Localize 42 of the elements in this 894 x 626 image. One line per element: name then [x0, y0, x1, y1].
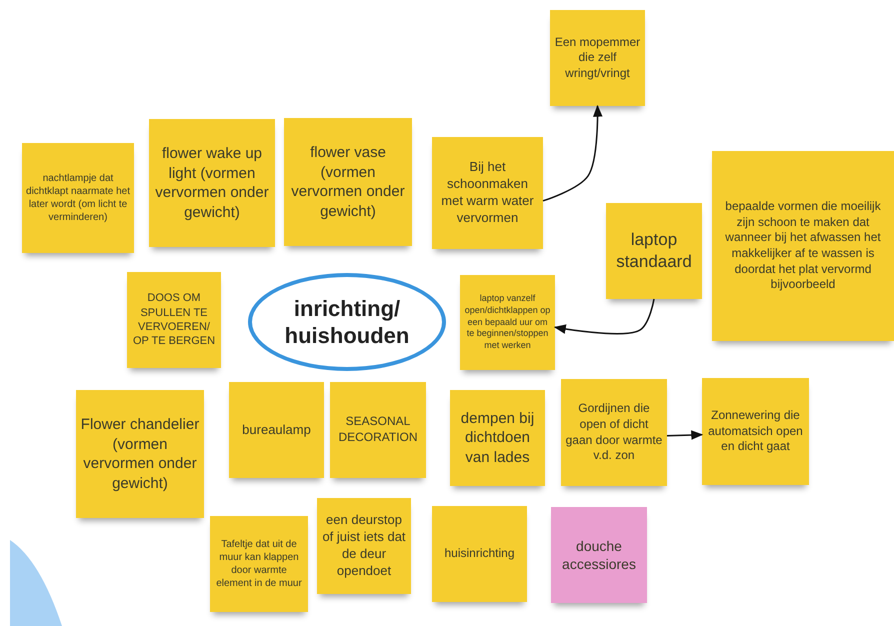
note-text: een deurstop of juist iets dat de deur opendoet — [321, 512, 407, 580]
sticky-note — [284, 118, 412, 246]
note-text: Een mopemmer die zelf wringt/vringt — [554, 34, 641, 82]
sticky-note — [432, 506, 527, 602]
sticky-note — [127, 272, 221, 368]
sticky-note — [712, 151, 894, 341]
note-text: Gordijnen die open of dicht gaan door warmte v.d. zon — [565, 401, 663, 464]
sticky-note — [551, 507, 647, 603]
note-text: Bij het schoonmaken met warm water vervormen — [440, 159, 535, 227]
sticky-note — [229, 382, 324, 478]
sticky-note — [317, 498, 411, 594]
arrow — [542, 104, 603, 202]
note-text: bureaulamp — [242, 422, 311, 438]
sticky-note — [76, 390, 204, 518]
note-text: Flower chandelier (vormen vervormen onder gewicht) — [80, 415, 200, 493]
note-text: laptop standaard — [615, 228, 693, 273]
note-text: douche accessiores — [561, 536, 637, 574]
note-text: SEASONAL DECORATION — [337, 414, 419, 446]
note-text: flower wake up light (vormen vervormen onder gewicht) — [154, 144, 270, 222]
arrow — [554, 298, 655, 334]
note-text: bepaalde vormen die moeilijk zijn schoon te maken dat wanneer bij het afwassen het makkelijker af te wassen is doordat het plat vervormd bijvoorbeeld — [724, 199, 882, 293]
sticky-note — [606, 203, 702, 299]
sticky-note — [432, 137, 543, 249]
sticky-note — [22, 143, 134, 253]
note-text: huisinrichting — [444, 546, 515, 562]
note-text: Tafeltje dat uit de muur kan klappen door warmte element in de muur — [215, 538, 303, 590]
note-text: nachtlampje dat dichtklapt naarmate het later wordt (om licht te verminderen) — [26, 172, 130, 224]
note-text: Zonnewering die automatsich open en dicht gaat — [707, 408, 804, 455]
sticky-note — [550, 10, 645, 106]
arrow — [666, 430, 704, 440]
sticky-note — [561, 379, 667, 486]
sticky-note — [460, 275, 555, 370]
sticky-note — [702, 378, 809, 485]
note-text: laptop vanzelf open/dichtklappen op een bepaald uur om te beginnen/stoppen met werken — [464, 293, 551, 352]
note-text: DOOS OM SPULLEN TE VERVOEREN/ OP TE BERGEN — [132, 291, 216, 349]
sticky-note — [450, 390, 545, 486]
note-text: dempen bij dichtdoen van lades — [460, 408, 536, 468]
sticky-note — [210, 516, 308, 612]
topic-label: inrichting/ huishouden — [284, 294, 410, 350]
sticky-note — [330, 382, 426, 478]
sticky-note — [149, 119, 275, 247]
note-text: flower vase (vormen vervormen onder gewicht) — [290, 143, 406, 221]
